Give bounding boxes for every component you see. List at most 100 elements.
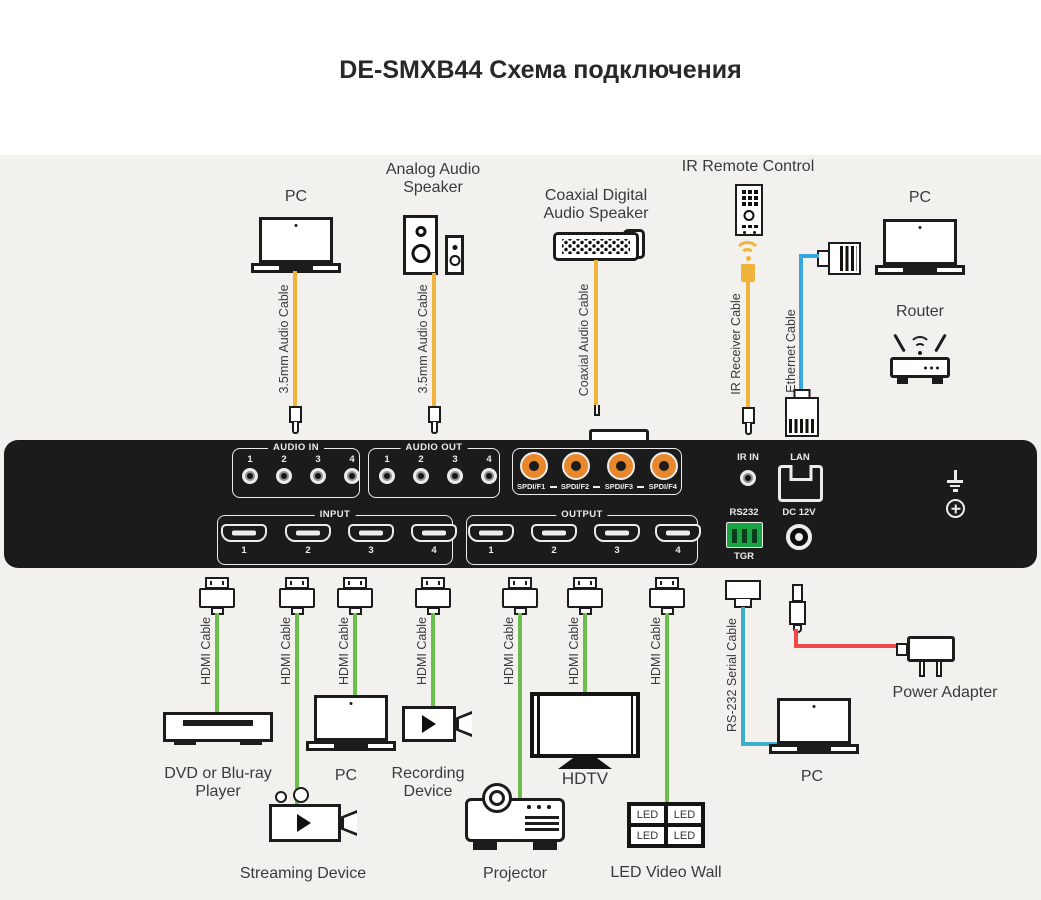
led-cell: LED xyxy=(631,827,664,844)
pc-laptop-icon xyxy=(769,698,859,754)
recording-device-label: Recording Device xyxy=(391,765,465,800)
hdmi-plug-icon xyxy=(279,577,315,615)
audio-jack xyxy=(310,468,326,484)
audio-jack xyxy=(344,468,360,484)
input-legend: INPUT xyxy=(314,509,356,520)
port-number: 3 xyxy=(614,545,620,556)
led-wall-icon: LED LED LED LED xyxy=(627,802,705,848)
pc-mid-label: PC xyxy=(334,767,358,784)
projector-icon xyxy=(465,783,565,850)
port-number: 3 xyxy=(452,454,458,465)
port-number: 1 xyxy=(488,545,494,556)
rs232-connector-icon xyxy=(725,580,761,608)
spdif-jack xyxy=(607,452,635,480)
audio-in-legend: AUDIO IN xyxy=(268,442,324,453)
analog-speaker-label: Analog Audio Speaker xyxy=(385,161,481,196)
rs232-terminal xyxy=(726,522,763,548)
audio-out-legend: AUDIO OUT xyxy=(400,442,468,453)
spdif-jack xyxy=(650,452,678,480)
lan-port xyxy=(778,465,823,502)
ethernet-cable-v xyxy=(799,254,803,391)
coaxial-cable-label: Coaxial Audio Cable xyxy=(577,283,591,397)
pc-right-label: PC xyxy=(908,189,932,206)
audio-cable-2-label: 3.5mm Audio Cable xyxy=(416,284,430,394)
dc-12v-label: DC 12V xyxy=(782,507,816,518)
ethernet-plug-icon xyxy=(817,242,863,275)
ir-in-label: IR IN xyxy=(737,452,759,463)
hdtv-label: HDTV xyxy=(561,769,609,788)
hdmi-input-port xyxy=(411,524,457,542)
tgr-label: TGR xyxy=(733,551,755,562)
rs232-cable-h xyxy=(741,742,778,746)
hdmi-plug-icon xyxy=(502,577,538,615)
port-number: 3 xyxy=(315,454,321,465)
hdmi-cable xyxy=(215,613,219,712)
pc-laptop-icon xyxy=(306,695,396,751)
power-cable-h xyxy=(794,644,907,648)
port-number: 4 xyxy=(675,545,681,556)
device-panel: AUDIO IN 1 2 3 4 AUDIO OUT 1 2 3 4 SPDI/… xyxy=(4,440,1037,568)
port-number: 4 xyxy=(486,454,492,465)
hdmi-plug-icon xyxy=(567,577,603,615)
audio-jack xyxy=(242,468,258,484)
analog-speaker-icon xyxy=(403,215,465,275)
hdmi-input-port xyxy=(348,524,394,542)
audio-jack xyxy=(379,468,395,484)
spdif-jack xyxy=(562,452,590,480)
page-title: DE-SMXB44 Схема подключения xyxy=(339,56,742,84)
projector-label: Projector xyxy=(482,865,548,882)
35mm-jack-icon xyxy=(741,407,756,435)
hdmi-output-port xyxy=(468,524,514,542)
pc-laptop-icon xyxy=(251,217,341,273)
hdmi-output-port xyxy=(594,524,640,542)
router-label: Router xyxy=(895,303,945,320)
audio-jack xyxy=(447,468,463,484)
audio-cable-2 xyxy=(432,273,436,407)
hdmi-cable xyxy=(353,613,357,695)
led-cell: LED xyxy=(668,806,701,823)
pc-bottom-right-label: PC xyxy=(800,768,824,785)
ir-receiver-cable-label: IR Receiver Cable xyxy=(729,293,743,395)
dvd-player-icon xyxy=(163,712,273,745)
led-cell: LED xyxy=(631,806,664,823)
coaxial-speaker-label: Coaxial Digital Audio Speaker xyxy=(543,187,649,222)
dc-power-jack xyxy=(786,524,812,550)
router-icon xyxy=(890,333,950,384)
ethernet-plug-icon xyxy=(785,389,819,437)
port-number: 4 xyxy=(349,454,355,465)
ground-icon xyxy=(954,470,957,480)
port-number: 4 xyxy=(431,545,437,556)
audio-out-group: AUDIO OUT 1 2 3 4 xyxy=(368,442,500,498)
hdmi-output-port xyxy=(531,524,577,542)
pc-left-label: PC xyxy=(284,188,308,205)
rs232-cable-v xyxy=(741,607,745,746)
audio-jack xyxy=(276,468,292,484)
hdmi-cable xyxy=(431,613,435,706)
hdmi-plug-icon xyxy=(415,577,451,615)
output-legend: OUTPUT xyxy=(556,509,608,520)
spdif-label: SPDI/F3 xyxy=(604,482,634,491)
ir-receiver-cable xyxy=(746,281,750,408)
audio-in-group: AUDIO IN 1 2 3 4 xyxy=(232,442,360,498)
ir-signal-icon xyxy=(733,241,763,265)
hdmi-cable xyxy=(518,613,522,798)
35mm-jack-icon xyxy=(288,406,303,434)
hdmi-input-port xyxy=(285,524,331,542)
lan-label: LAN xyxy=(790,452,810,463)
port-number: 3 xyxy=(368,545,374,556)
port-number: 1 xyxy=(384,454,390,465)
rs232-cable-label: RS-232 Serial Cable xyxy=(725,618,739,732)
coaxial-speaker-icon xyxy=(553,229,645,264)
hdtv-icon xyxy=(530,692,640,769)
hdmi-cable-label: HDMI Cable xyxy=(502,616,516,686)
port-number: 2 xyxy=(281,454,287,465)
dc-plug-icon xyxy=(787,584,807,633)
port-number: 2 xyxy=(551,545,557,556)
ground-screw-icon xyxy=(946,499,965,518)
ir-remote-label: IR Remote Control xyxy=(681,158,815,175)
led-wall-label: LED Video Wall xyxy=(610,864,722,881)
dvd-player-label: DVD or Blu-ray Player xyxy=(164,765,272,800)
streaming-device-label: Streaming Device xyxy=(239,865,367,882)
recording-device-icon xyxy=(402,706,472,742)
audio-jack xyxy=(481,468,497,484)
